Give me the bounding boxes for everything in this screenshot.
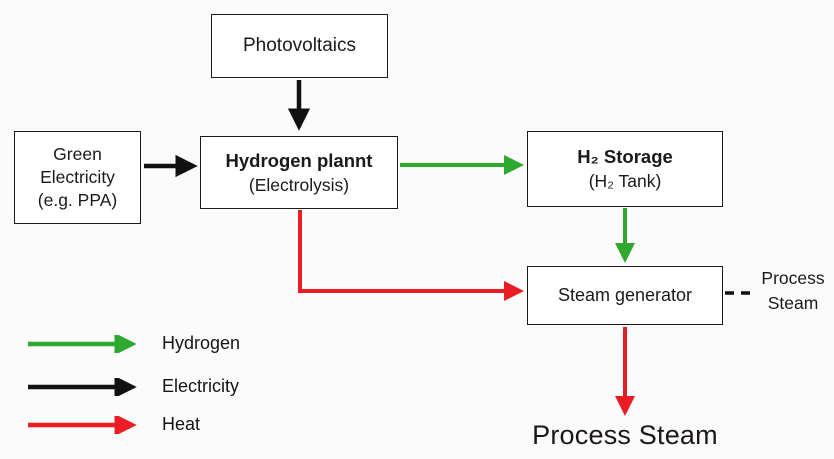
- node-hydrogen-plant: Hydrogen plannt (Electrolysis): [200, 136, 398, 209]
- process-steam-bottom-label: Process Steam: [532, 420, 718, 450]
- hydrogen-arrow-icon: [28, 334, 137, 353]
- legend-item-hydrogen: Hydrogen: [26, 333, 240, 354]
- node-green-electricity: Green Electricity (e.g. PPA): [14, 131, 141, 224]
- node-h2-storage-title: H₂ Storage: [577, 146, 673, 168]
- node-green-electricity-line2: Electricity: [40, 166, 115, 187]
- legend-item-electricity: Electricity: [26, 376, 239, 397]
- node-green-electricity-line3: (e.g. PPA): [37, 190, 118, 211]
- node-h2-storage-subtitle: (H₂ Tank): [588, 171, 662, 192]
- legend-item-heat: Heat: [26, 414, 200, 435]
- arrow-hydrogen-plant-to-steam-generator-heat: [298, 210, 524, 301]
- node-hydrogen-plant-subtitle: (Electrolysis): [248, 174, 350, 195]
- node-steam-generator: Steam generator: [527, 266, 723, 325]
- heat-arrow-icon: [28, 415, 137, 434]
- electricity-arrow-icon: [28, 377, 137, 396]
- node-steam-generator-title: Steam generator: [557, 284, 693, 305]
- process-steam-side-label: Process Steam: [761, 268, 825, 314]
- node-h2-storage: H₂ Storage (H₂ Tank): [527, 131, 723, 207]
- legend-label-electricity: Electricity: [162, 376, 240, 396]
- node-photovoltaics: Photovoltaics: [211, 14, 388, 78]
- legend-label-hydrogen: Hydrogen: [162, 333, 241, 353]
- node-green-electricity-line1: Green: [53, 143, 102, 164]
- legend-label-heat: Heat: [162, 414, 201, 434]
- node-photovoltaics-title: Photovoltaics: [242, 34, 356, 56]
- node-hydrogen-plant-title: Hydrogen plannt: [225, 149, 373, 171]
